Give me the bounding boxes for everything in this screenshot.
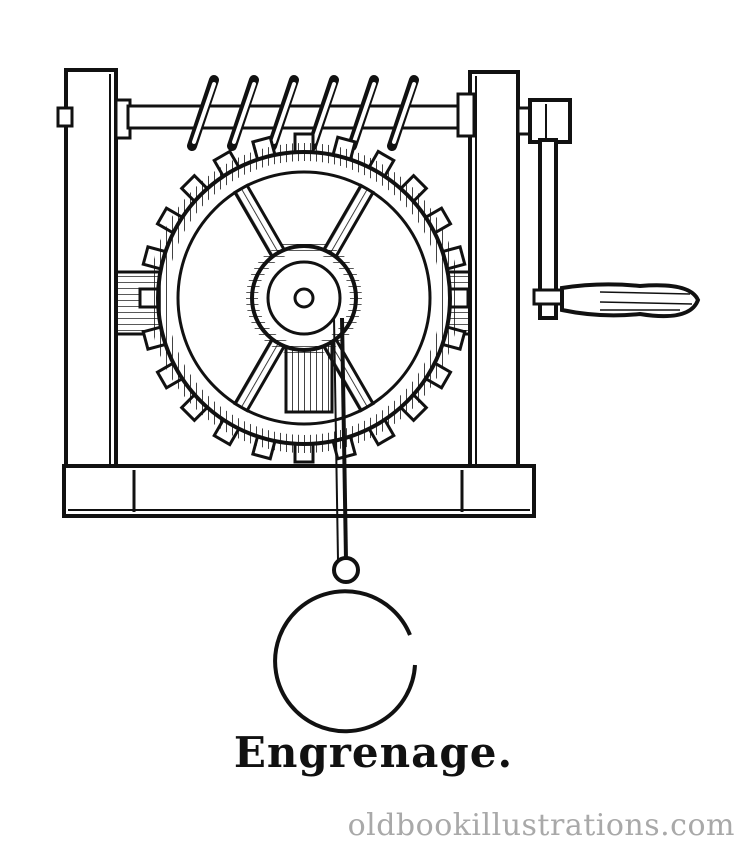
right-post bbox=[468, 70, 520, 472]
caption-title: Engrenage. bbox=[233, 728, 514, 777]
base-beam bbox=[62, 464, 536, 518]
watermark-text: oldbookillustrations.com bbox=[347, 808, 735, 843]
hand-crank bbox=[516, 98, 701, 320]
hanging-weight bbox=[273, 317, 417, 734]
worm-screw bbox=[56, 75, 476, 151]
toothed-wheel bbox=[138, 132, 470, 464]
left-post bbox=[64, 68, 118, 472]
wooden-frame bbox=[62, 68, 536, 518]
